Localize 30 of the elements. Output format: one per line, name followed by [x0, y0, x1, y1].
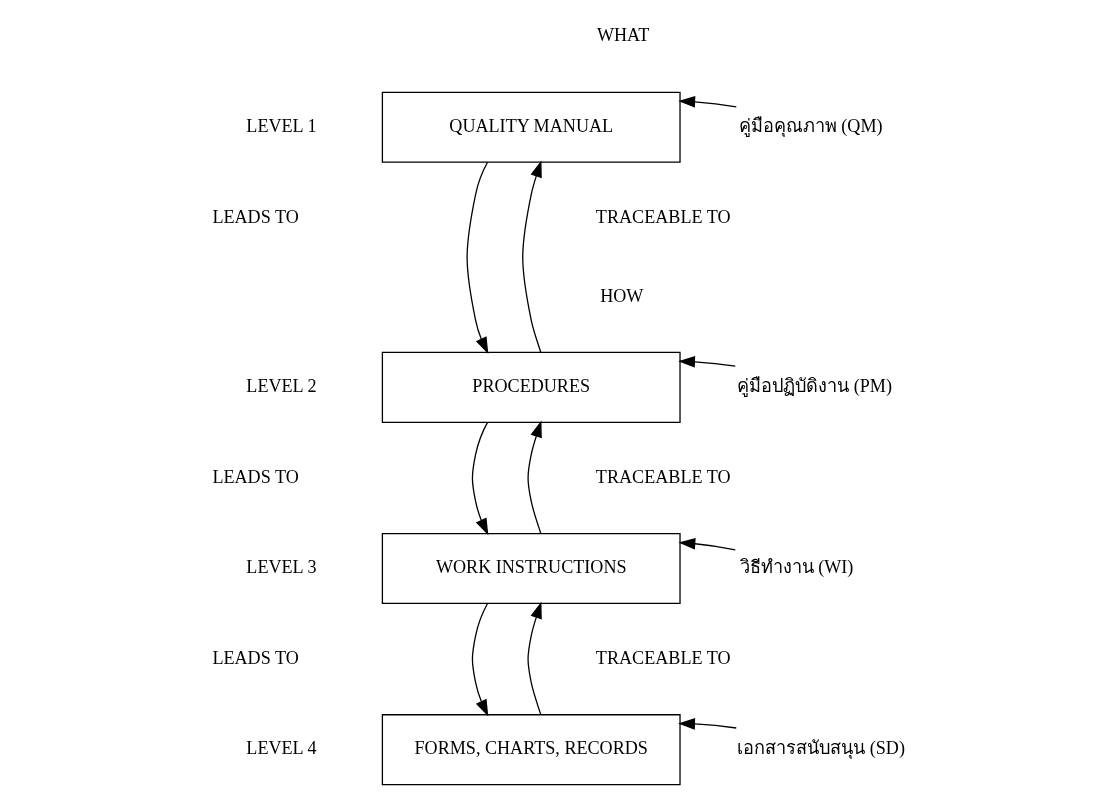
node-text: คู่มือคุณภาพ (QM) [738, 116, 883, 137]
label: LEVEL 1 [245, 116, 317, 137]
label: TRACEABLE TO [595, 466, 731, 487]
node-box: FORMS, CHARTS, RECORDS [381, 714, 681, 786]
label: TRACEABLE TO [595, 647, 731, 668]
node-text: คู่มือปฏิบัดิงาน (PM) [736, 376, 892, 397]
label: LEVEL 2 [245, 376, 317, 397]
node-box: PROCEDURES [381, 351, 681, 423]
label: LEVEL 4 [245, 738, 317, 759]
arrow [677, 537, 736, 551]
label: HOW [599, 285, 643, 306]
node-box: QUALITY MANUAL [381, 91, 681, 163]
arrow [465, 161, 488, 355]
label: LEADS TO [211, 466, 299, 487]
node-box: WORK INSTRUCTIONS [381, 532, 681, 605]
label: LEADS TO [211, 647, 299, 668]
arrow [521, 160, 542, 353]
arrow [677, 355, 736, 368]
arrow [677, 718, 737, 730]
label: LEADS TO [211, 206, 299, 227]
arrow [471, 602, 488, 717]
arrow [526, 420, 542, 535]
label: WHAT [596, 25, 649, 46]
label: TRACEABLE TO [595, 206, 731, 227]
arrow [677, 95, 737, 108]
arrow [471, 421, 488, 536]
arrow [526, 601, 542, 716]
label: LEVEL 3 [245, 557, 317, 578]
node-text: วิธีทำงาน (WI) [739, 557, 853, 578]
node-text: เอกสารสนับสนุน (SD) [736, 738, 905, 759]
